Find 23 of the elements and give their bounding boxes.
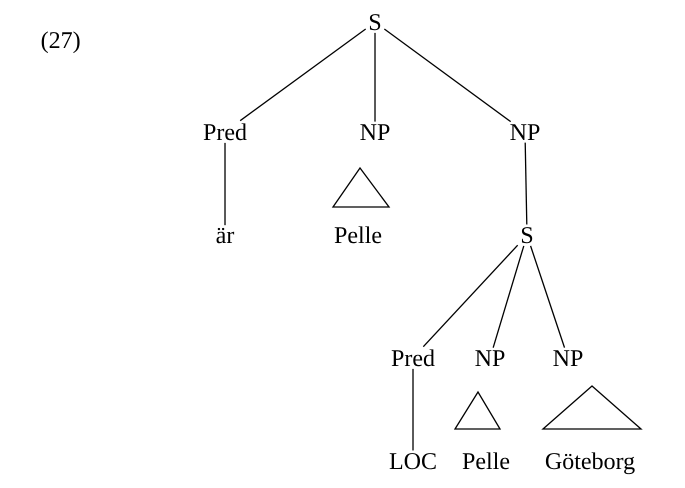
tree-label: S — [522, 227, 532, 244]
tree-label: Pred — [392, 349, 435, 366]
tree-branch — [412, 368, 414, 450]
tree-label: LOC — [390, 453, 436, 470]
tree-label: NP — [553, 350, 582, 366]
node-label: Pelle — [334, 226, 382, 244]
tree-label: S — [370, 14, 380, 30]
tree-branch — [374, 32, 376, 122]
node-label: Göteborg — [546, 452, 635, 474]
tree-label: NP — [475, 350, 504, 366]
tree-branch — [524, 142, 528, 224]
tree-label: NP — [510, 124, 540, 140]
node-label: Pelle — [462, 452, 510, 470]
tree-label: Pred — [204, 123, 247, 140]
tree-branch — [224, 142, 226, 226]
tree-label: är — [216, 228, 234, 244]
tree-label: NP — [360, 124, 390, 140]
example-number: (27) — [42, 31, 80, 54]
tree-branch — [240, 28, 366, 122]
tree-branch — [384, 28, 512, 122]
tree-branch — [422, 244, 518, 348]
tree-branch — [530, 246, 566, 348]
tree-branch — [492, 246, 524, 348]
